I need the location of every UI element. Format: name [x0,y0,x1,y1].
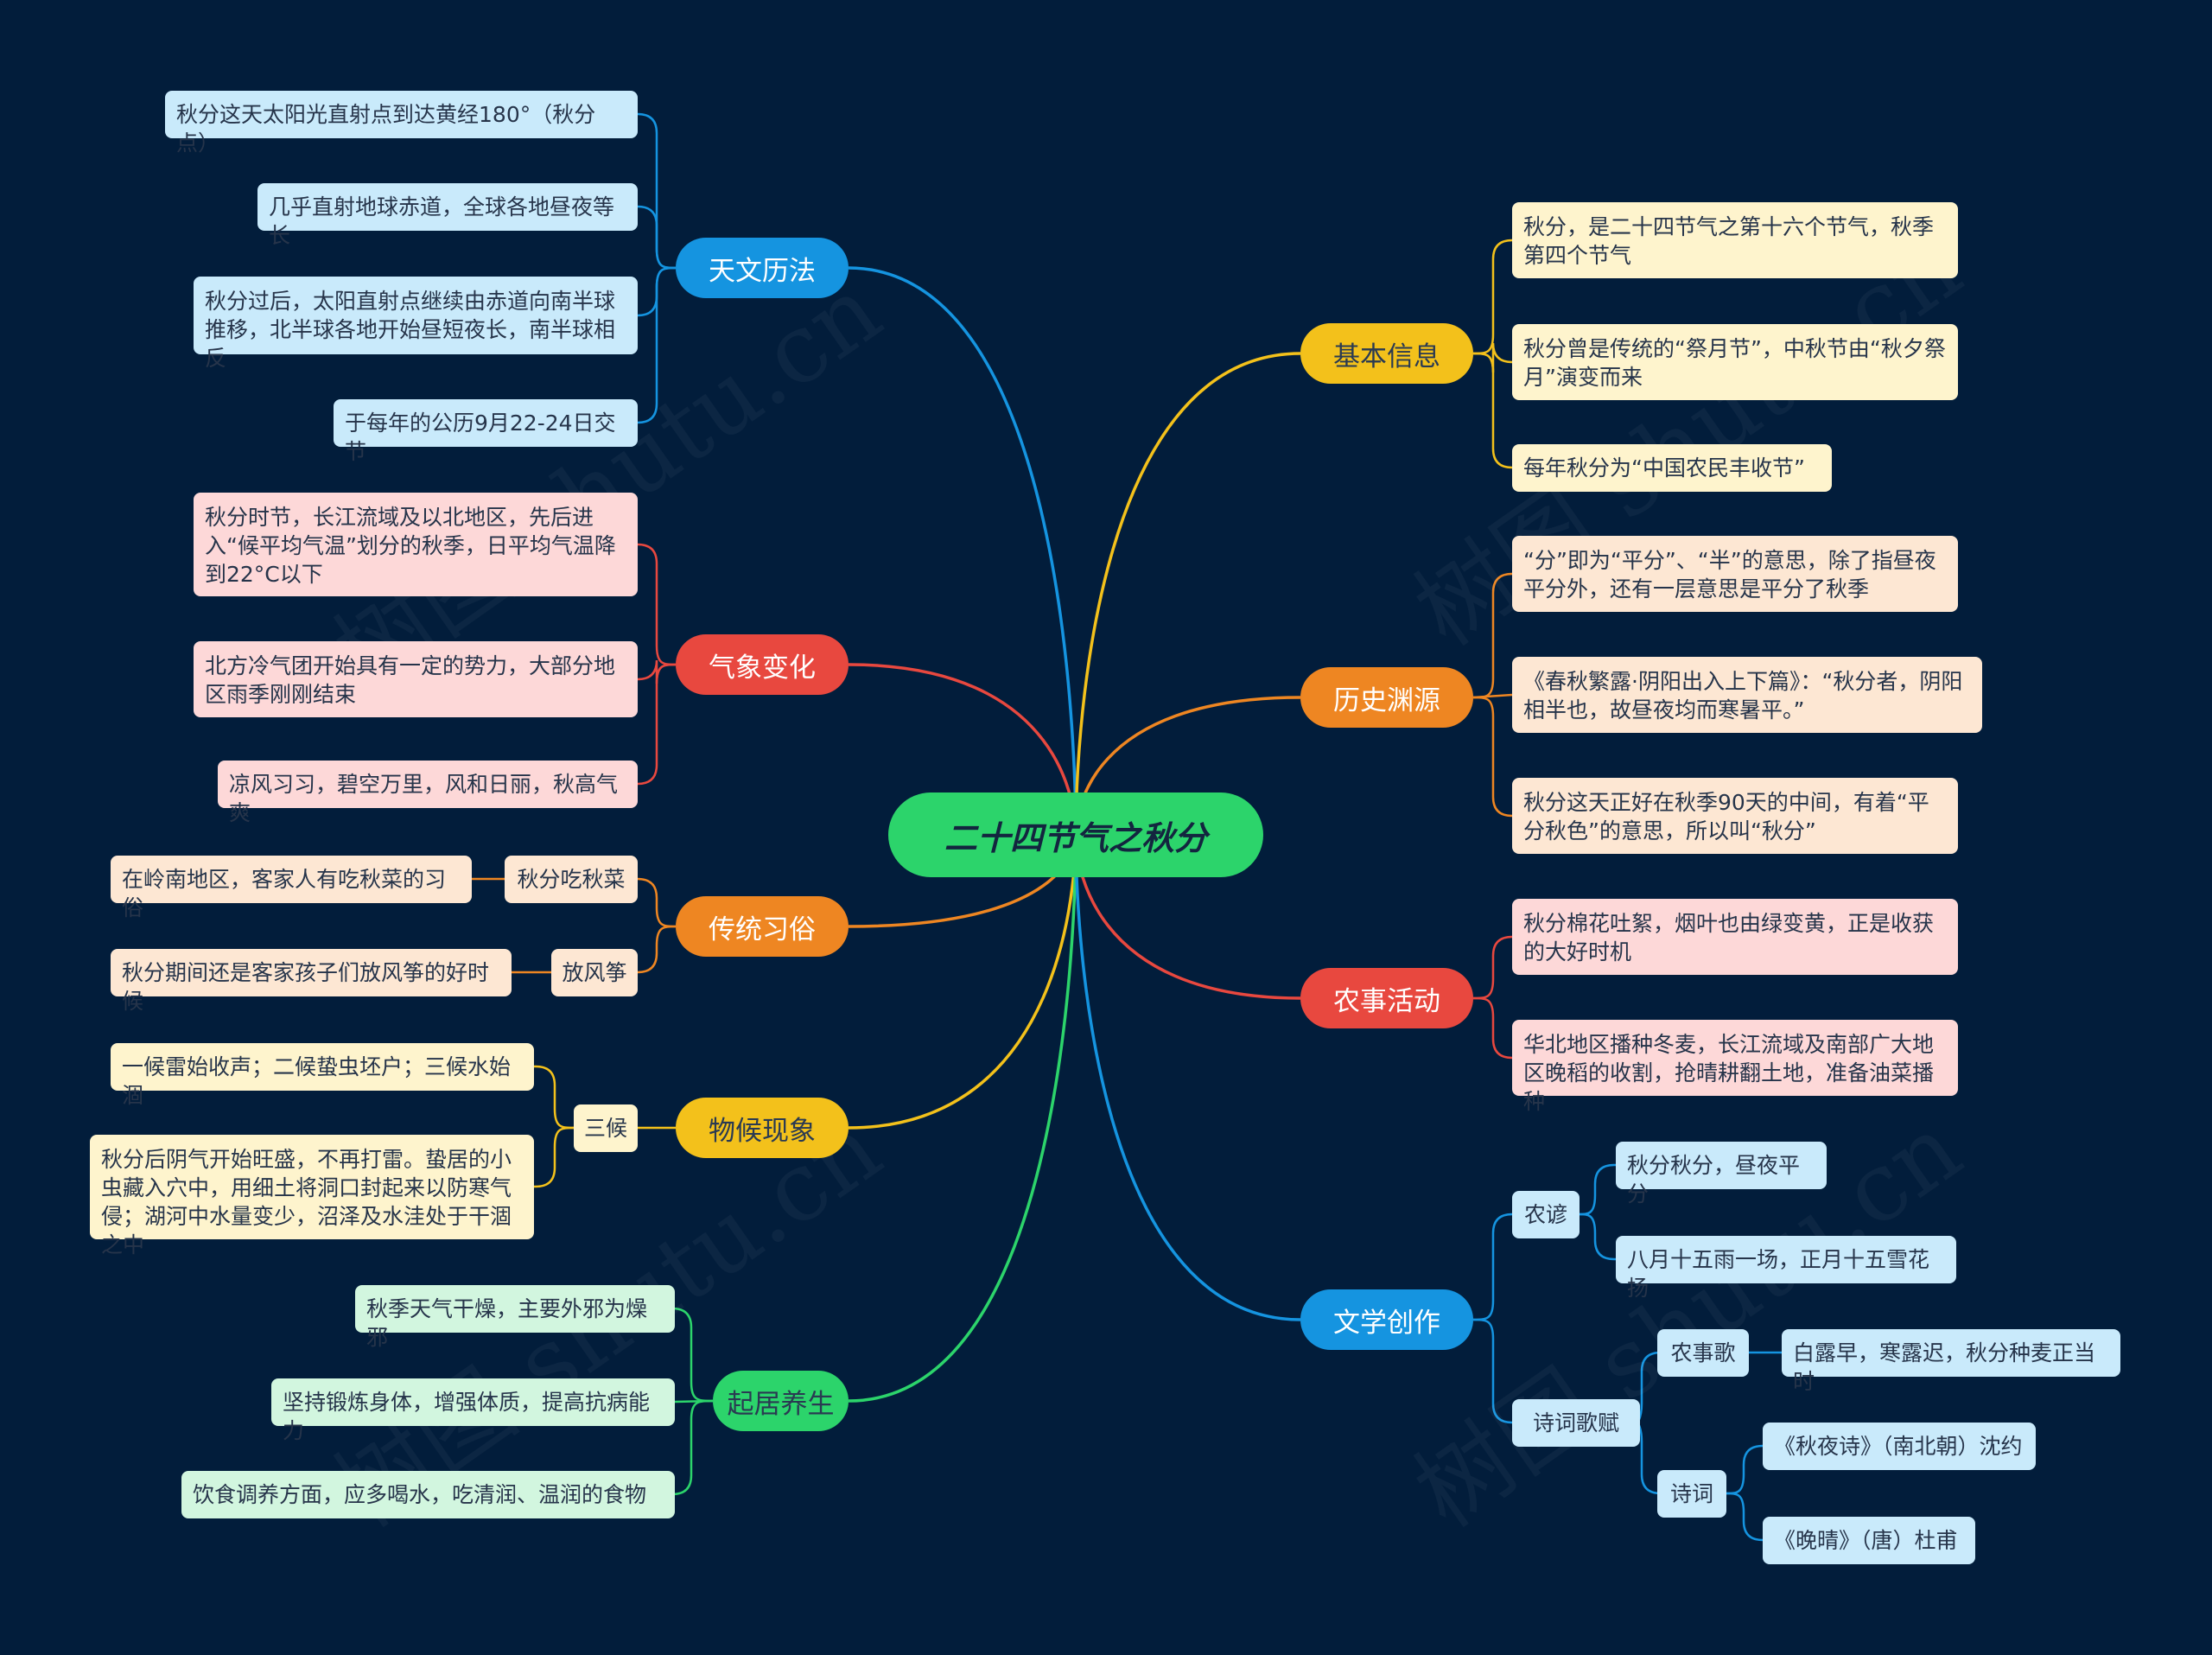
leaf-health-3[interactable]: 饮食调养方面，应多喝水，吃清润、温润的食物 [181,1471,675,1518]
connector-line [1074,352,1301,836]
sub-customs-kite[interactable]: 放风筝 [551,949,638,996]
connector-line [1579,1163,1616,1216]
connector-line [848,834,1077,1403]
leaf-astronomy-2[interactable]: 几乎直射地球赤道，全球各地昼夜等长 [257,183,638,248]
connector-line [1472,1213,1513,1321]
root-node[interactable]: 二十四节气之秋分 [888,792,1263,877]
connector-line [637,877,677,928]
leaf-poem-1[interactable]: 《秋夜诗》（南北朝）沈约 [1763,1423,2036,1470]
branch-phenology[interactable]: 物候现象 [676,1098,849,1158]
leaf-customs-kite[interactable]: 秋分期间还是客家孩子们放风筝的好时候 [111,949,512,1014]
branch-farming[interactable]: 农事活动 [1300,968,1473,1028]
sub-poems[interactable]: 诗词 [1657,1470,1726,1518]
connector-line [637,266,677,424]
connector-line [1074,834,1301,1321]
leaf-basic-2[interactable]: 秋分曾是传统的“祭月节”，中秋节由“秋夕祭月”演变而来 [1512,324,1958,400]
connector-line [671,1399,714,1496]
branch-basic-info[interactable]: 基本信息 [1300,323,1473,384]
sub-literature-poetry[interactable]: 诗词歌赋 [1512,1399,1640,1447]
connector-line [534,1126,575,1188]
connector-line [1472,352,1513,469]
branch-customs[interactable]: 传统习俗 [676,896,849,957]
connector-line [671,1307,714,1403]
leaf-history-1[interactable]: “分”即为“平分”、“半”的意思，除了指昼夜平分外，还有一层意思是平分了秋季 [1512,536,1958,612]
leaf-health-2[interactable]: 坚持锻炼身体，增强体质，提高抗病能力 [271,1378,675,1443]
leaf-astronomy-4[interactable]: 于每年的公历9月22-24日交节 [334,399,638,464]
connector-line [534,1065,575,1130]
leaf-history-3[interactable]: 秋分这天正好在秋季90天的中间，有着“平分秋色”的意思，所以叫“秋分” [1512,778,1958,854]
connector-line [848,834,1077,1130]
branch-literature[interactable]: 文学创作 [1300,1289,1473,1350]
leaf-proverb-1[interactable]: 秋分秋分，昼夜平分 [1616,1142,1827,1206]
sub-farming-song[interactable]: 农事歌 [1657,1329,1749,1377]
connector-line [1472,935,1513,1000]
connector-line [1726,1444,1764,1495]
connector-line [637,925,677,974]
connector-line [637,205,677,270]
leaf-proverb-2[interactable]: 八月十五雨一场，正月十五雪花扬 [1616,1236,1956,1301]
connector-line [1472,996,1513,1060]
leaf-weather-2[interactable]: 北方冷气团开始具有一定的势力，大部分地区雨季刚刚结束 [194,641,638,717]
leaf-farming-1[interactable]: 秋分棉花吐絮，烟叶也由绿变黄，正是收获的大好时机 [1512,899,1958,975]
connector-line [1472,696,1513,818]
sub-customs-qiucai[interactable]: 秋分吃秋菜 [505,856,638,903]
leaf-customs-qiucai[interactable]: 在岭南地区，客家人有吃秋菜的习俗 [111,856,472,920]
branch-astronomy[interactable]: 天文历法 [676,238,849,298]
leaf-farming-2[interactable]: 华北地区播种冬麦，长江流域及南部广大地区晚稻的收割，抢晴耕翻土地，准备油菜播种 [1512,1020,1958,1114]
connector-line [1472,239,1513,355]
leaf-basic-1[interactable]: 秋分，是二十四节气之第十六个节气，秋季第四个节气 [1512,202,1958,278]
branch-history[interactable]: 历史渊源 [1300,667,1473,728]
leaf-basic-3[interactable]: 每年秋分为“中国农民丰收节” [1512,444,1832,492]
leaf-farming-song[interactable]: 白露早，寒露迟，秋分种麦正当时 [1782,1329,2120,1394]
leaf-health-1[interactable]: 秋季天气干燥，主要外邪为燥邪 [355,1285,675,1350]
connector-line [1726,1492,1764,1542]
leaf-weather-1[interactable]: 秋分时节，长江流域及以北地区，先后进入“候平均气温”划分的秋季，日平均气温降到2… [194,493,638,596]
sub-literature-proverbs[interactable]: 农谚 [1512,1191,1580,1238]
leaf-astronomy-3[interactable]: 秋分过后，太阳直射点继续由赤道向南半球推移，北半球各地开始昼短夜长，南半球相反 [194,277,638,371]
connector-line [1472,572,1513,699]
leaf-poem-2[interactable]: 《晚晴》（唐）杜甫 [1763,1517,1975,1564]
connector-line [1472,1318,1513,1424]
connector-line [1579,1213,1616,1261]
leaf-astronomy-1[interactable]: 秋分这天太阳光直射点到达黄经180°（秋分点） [165,91,638,156]
leaf-weather-3[interactable]: 凉风习习，碧空万里，风和日丽，秋高气爽 [218,761,638,825]
connector-line [637,543,677,666]
branch-health[interactable]: 起居养生 [713,1371,849,1431]
leaf-phenology-2[interactable]: 秋分后阴气开始旺盛，不再打雷。蛰居的小虫藏入穴中，用细土将洞口封起来以防寒气侵；… [90,1135,534,1257]
leaf-history-2[interactable]: 《春秋繁露·阴阳出入上下篇》：“秋分者，阴阳相半也，故昼夜均而寒暑平。” [1512,657,1982,733]
sub-phenology-sanhou[interactable]: 三候 [574,1104,638,1152]
connector-line [848,266,1077,836]
branch-weather[interactable]: 气象变化 [676,634,849,695]
connector-line [637,663,677,786]
leaf-phenology-1[interactable]: 一候雷始收声；二候蛰虫坯户；三候水始涸 [111,1043,534,1108]
